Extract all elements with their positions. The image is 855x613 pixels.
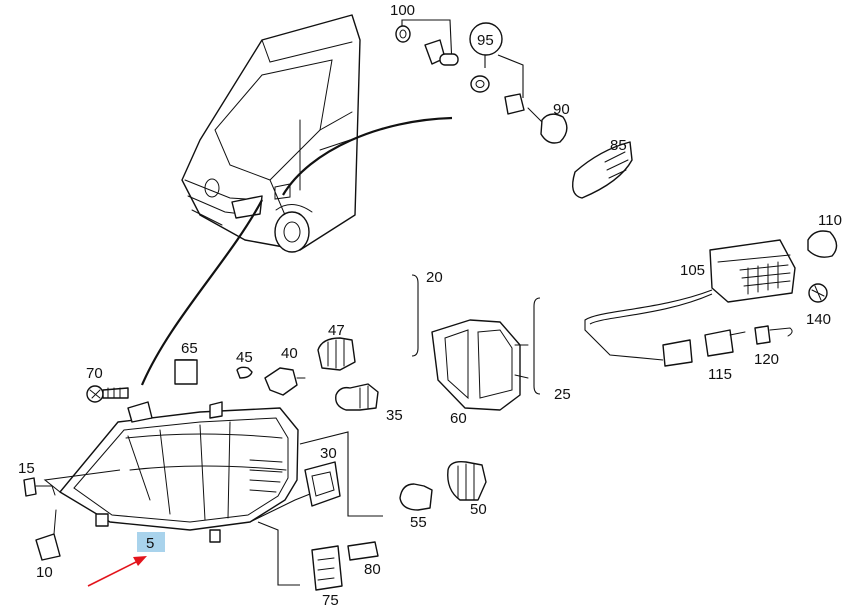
- connector-group: [257, 431, 383, 591]
- label-95: 95: [477, 32, 494, 49]
- van-illustration: [181, 14, 361, 253]
- label-75: 75: [322, 592, 339, 609]
- part-labels: 100 95 90 85 110 105 140 115 120 20 25 6…: [18, 2, 842, 609]
- label-45: 45: [236, 349, 253, 366]
- label-70: 70: [86, 365, 103, 382]
- label-120: 120: [754, 351, 779, 368]
- label-105: 105: [680, 262, 705, 279]
- rear-lamp-group: [584, 230, 838, 367]
- label-5: 5: [146, 535, 154, 552]
- label-50: 50: [470, 501, 487, 518]
- label-100: 100: [390, 2, 415, 19]
- label-40: 40: [281, 345, 298, 362]
- label-30: 30: [320, 445, 337, 462]
- label-80: 80: [364, 561, 381, 578]
- label-15: 15: [18, 460, 35, 477]
- label-110: 110: [818, 212, 842, 229]
- label-20: 20: [426, 269, 443, 286]
- label-plate: [174, 359, 198, 385]
- small-bulb-group: [399, 460, 487, 511]
- label-35: 35: [386, 407, 403, 424]
- label-115: 115: [708, 366, 732, 383]
- lead-lines: [140, 116, 453, 386]
- label-65: 65: [181, 340, 198, 357]
- label-140: 140: [806, 311, 831, 328]
- label-60: 60: [450, 410, 467, 427]
- highlight-box: [137, 532, 165, 552]
- housing-bracket-group: [411, 274, 541, 411]
- headlamp-bulb-group: [175, 337, 379, 411]
- label-55: 55: [410, 514, 427, 531]
- label-25: 25: [554, 386, 571, 403]
- label-90: 90: [553, 101, 570, 118]
- clip-parts: [23, 477, 61, 561]
- pointer-arrow: [87, 556, 147, 587]
- label-47: 47: [328, 322, 345, 339]
- label-85: 85: [610, 137, 627, 154]
- side-indicator: [572, 141, 633, 199]
- label-10: 10: [36, 564, 53, 581]
- bulb-socket-group: [395, 19, 568, 144]
- screw: [86, 385, 129, 403]
- headlamp-assembly: [43, 401, 321, 543]
